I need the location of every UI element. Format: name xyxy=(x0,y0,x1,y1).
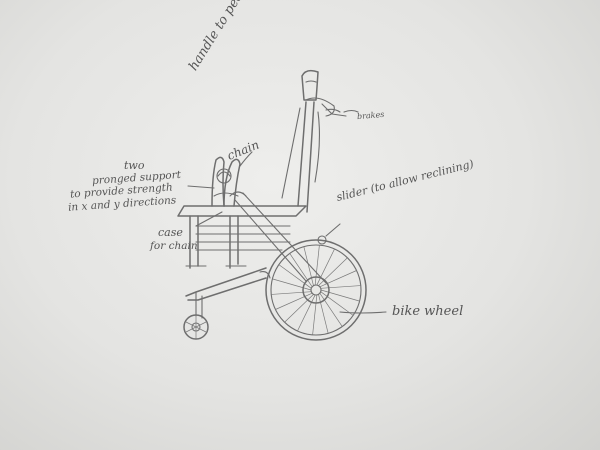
wheel-spoke xyxy=(321,286,361,289)
wheel-spoke xyxy=(285,294,314,322)
pedal-handles xyxy=(212,157,240,206)
label-for-chain: for chain xyxy=(150,241,198,252)
wheel-spoke xyxy=(315,245,319,285)
top-handle-grip xyxy=(302,71,318,100)
label-case: case xyxy=(158,227,183,238)
wheel-spoke xyxy=(320,293,342,326)
leader-lines xyxy=(188,104,386,313)
wheel-spoke xyxy=(321,290,360,301)
wheel-spoke xyxy=(319,258,348,286)
wheel-spokes xyxy=(271,245,361,335)
wheel-spoke xyxy=(313,295,317,335)
chain-case xyxy=(230,192,329,303)
label-bike-wheel: bike wheel xyxy=(392,305,463,318)
front-frame xyxy=(186,268,270,318)
label-two: two xyxy=(124,160,144,171)
wheel-spoke xyxy=(317,249,335,285)
wheel-spoke xyxy=(321,292,353,316)
bike-wheel xyxy=(266,240,366,340)
wheel-spoke xyxy=(290,253,312,286)
wheel-spoke xyxy=(271,292,311,295)
wheel-spoke xyxy=(297,295,315,331)
small-wheel xyxy=(184,315,208,339)
